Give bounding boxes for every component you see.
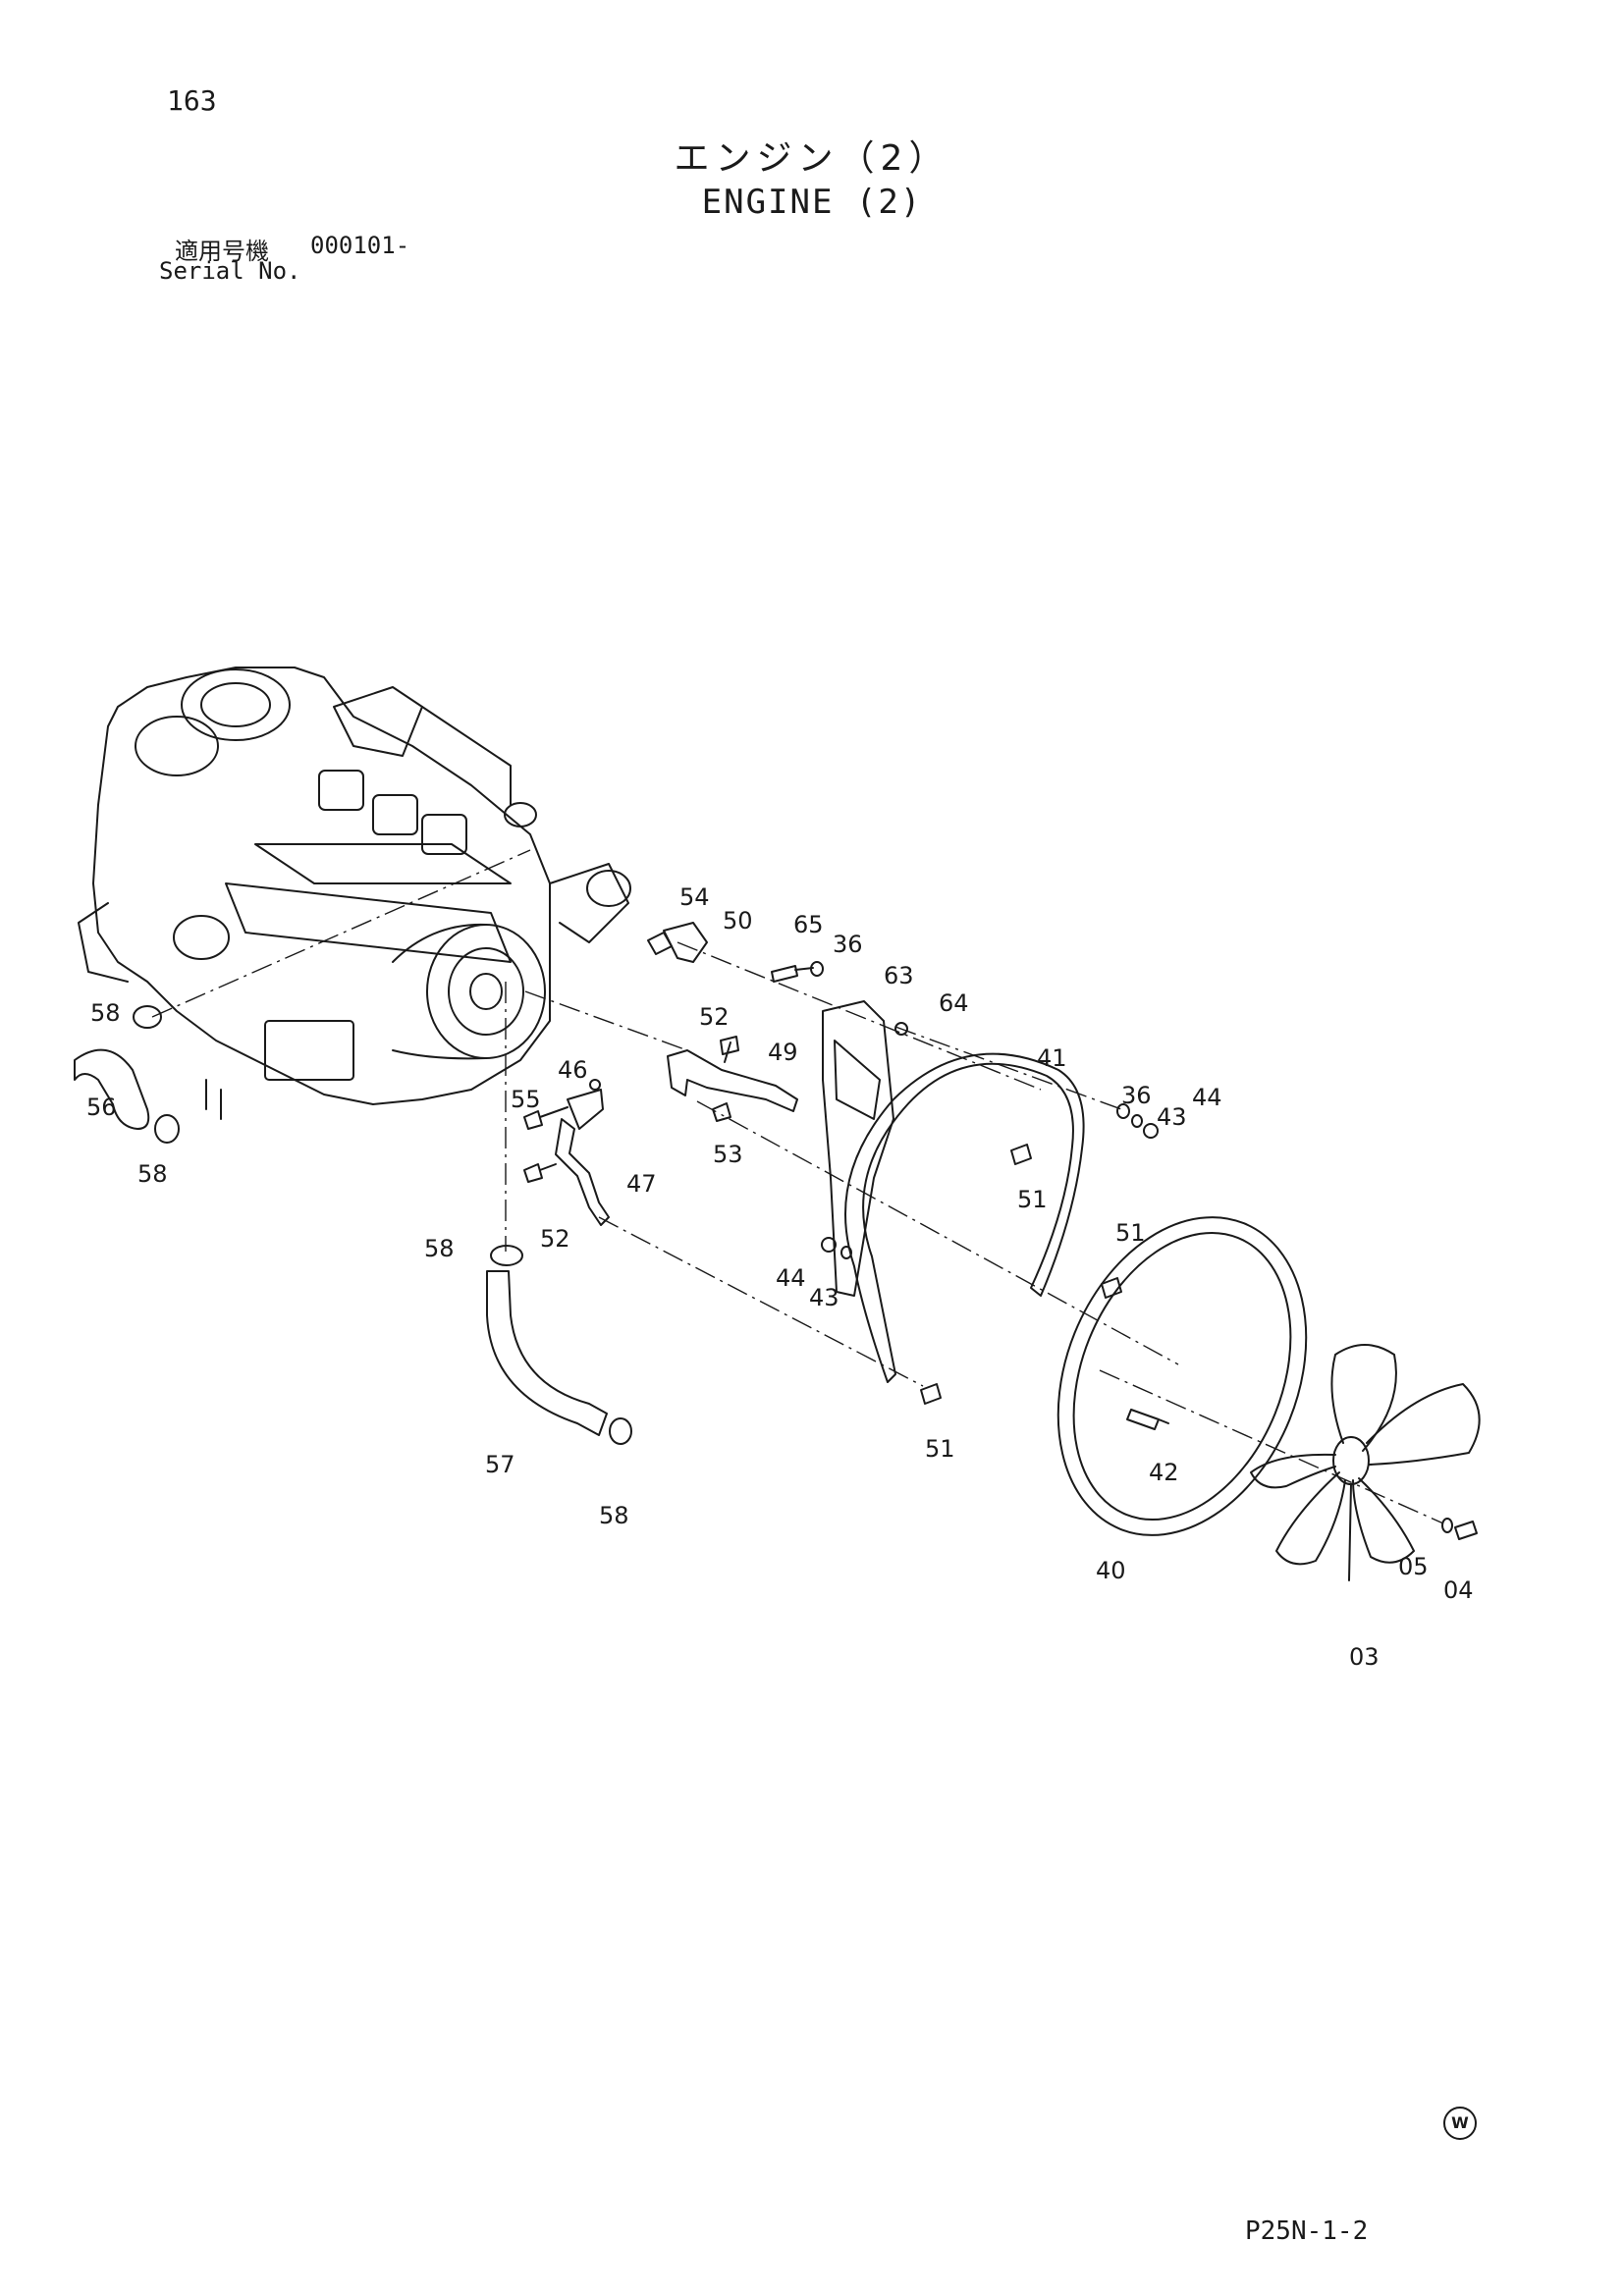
callout: 50 <box>723 907 753 934</box>
callout: 54 <box>679 883 710 911</box>
callout: 03 <box>1349 1643 1380 1671</box>
callout-labels: 58 56 58 55 46 52 47 58 52 57 58 54 50 6… <box>86 883 1474 1671</box>
leader-lines <box>151 849 1444 1524</box>
washer-36-right <box>1116 1103 1130 1119</box>
clamp-58-hose57-bottom <box>609 1417 632 1445</box>
callout: 52 <box>699 1003 730 1031</box>
callout: 05 <box>1398 1553 1429 1580</box>
callout: 51 <box>925 1435 955 1463</box>
callout: 46 <box>558 1056 588 1084</box>
callout: 56 <box>86 1094 117 1121</box>
bolt-51-middle <box>1101 1277 1122 1299</box>
bolt-42 <box>1126 1409 1169 1430</box>
serial-value: 000101- <box>310 232 410 259</box>
callout: 58 <box>599 1502 629 1529</box>
nut-44-right <box>1143 1123 1159 1139</box>
serial-label-en: Serial No. <box>159 257 301 285</box>
washer-36-upper <box>810 961 824 977</box>
ring-41 <box>844 1052 1085 1383</box>
bolt-46 <box>589 1079 601 1091</box>
washer-05 <box>1441 1518 1453 1533</box>
callout: 63 <box>884 962 914 989</box>
callout: 64 <box>939 989 969 1017</box>
bolt-51-upper <box>1010 1144 1032 1165</box>
part-54 <box>647 932 673 955</box>
drawing-code: P25N-1-2 <box>1245 2216 1369 2246</box>
callout: 55 <box>511 1086 541 1113</box>
clamp-58-lower <box>154 1114 180 1144</box>
washer-43-right <box>1131 1114 1143 1128</box>
hose-57 <box>486 1270 608 1436</box>
bolt-04 <box>1454 1521 1478 1540</box>
part-50 <box>663 922 708 963</box>
bolt-52-lower <box>523 1163 557 1183</box>
callout: 49 <box>768 1039 798 1066</box>
callout: 40 <box>1096 1557 1126 1584</box>
engine-illustration <box>78 667 631 1120</box>
fan-03 <box>1250 1344 1481 1581</box>
callout: 36 <box>833 931 863 958</box>
callout: 65 <box>793 911 824 938</box>
clamp-58-hose57-top <box>490 1245 523 1266</box>
callout: 51 <box>1115 1219 1146 1247</box>
callout: 51 <box>1017 1186 1048 1213</box>
fan-ring-40 <box>1056 1216 1308 1536</box>
serial-label-jp: 適用号機 <box>175 238 269 265</box>
callout: 44 <box>1192 1084 1222 1111</box>
page-number: 163 <box>167 84 217 117</box>
bolt-51-lower <box>920 1383 942 1405</box>
callout: 43 <box>809 1284 839 1311</box>
shroud-63-cutout <box>834 1040 881 1120</box>
hose-56 <box>74 1048 150 1130</box>
callout: 58 <box>137 1160 168 1188</box>
callout: 58 <box>424 1235 455 1262</box>
maker-mark: W <box>1443 2107 1477 2140</box>
callout: 44 <box>776 1264 806 1292</box>
pipe-47 <box>555 1118 610 1226</box>
page-title-en: ENGINE (2) <box>701 183 923 222</box>
bolt-55 <box>523 1106 568 1130</box>
callout: 41 <box>1037 1044 1067 1072</box>
bolt-53 <box>712 1102 731 1122</box>
nut-44-left <box>821 1237 837 1253</box>
callout: 57 <box>485 1451 515 1478</box>
callout: 43 <box>1157 1103 1187 1131</box>
bolt-65 <box>771 965 814 983</box>
bolt-52-upper <box>720 1036 739 1063</box>
callout: 52 <box>540 1225 570 1253</box>
nut-64 <box>894 1022 908 1036</box>
bracket-46 <box>567 1089 604 1130</box>
callout: 42 <box>1149 1459 1179 1486</box>
washer-43-left <box>840 1246 852 1259</box>
clamp-58-upper <box>133 1005 162 1029</box>
callout: 58 <box>90 999 121 1027</box>
pipe-49 <box>667 1049 798 1112</box>
callout: 53 <box>713 1141 743 1168</box>
shroud-63 <box>822 1000 894 1297</box>
callout: 36 <box>1121 1082 1152 1109</box>
callout: 47 <box>626 1170 657 1198</box>
page-title-jp: エンジン（2） <box>674 138 950 179</box>
callout: 04 <box>1443 1576 1474 1604</box>
